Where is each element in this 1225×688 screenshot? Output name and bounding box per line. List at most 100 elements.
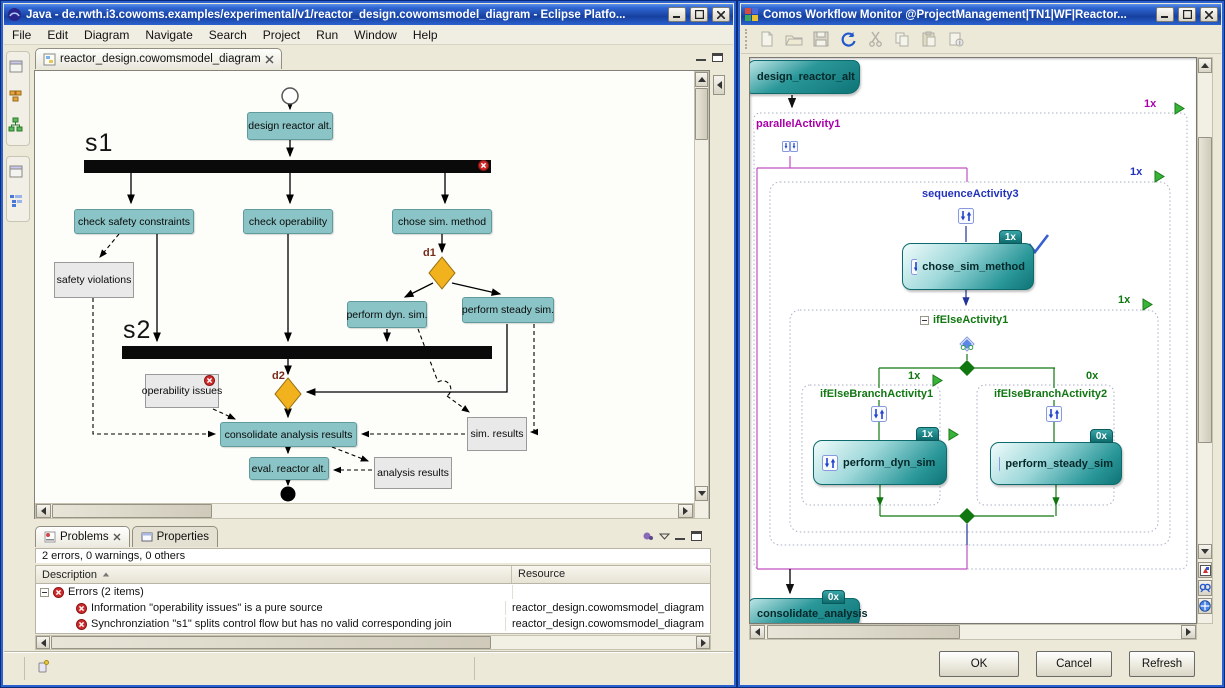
close-tab-icon[interactable]: [113, 533, 121, 541]
search-icon[interactable]: [1198, 580, 1212, 596]
activity-design-reactor[interactable]: design reactor alt.: [247, 112, 333, 140]
menu-navigate[interactable]: Navigate: [145, 27, 193, 42]
refresh-button[interactable]: Refresh: [1129, 651, 1195, 677]
filter-icon[interactable]: [641, 530, 655, 542]
menu-help[interactable]: Help: [412, 27, 438, 42]
maximize-button[interactable]: [1178, 7, 1196, 22]
scroll-down-arrow[interactable]: [695, 486, 708, 501]
problem-row[interactable]: Information "operability issues" is a pu…: [36, 601, 710, 615]
comos-titlebar[interactable]: Comos Workflow Monitor @ProjectManagemen…: [741, 4, 1221, 25]
vscroll-thumb[interactable]: [1198, 137, 1212, 443]
diagram-canvas[interactable]: s1 s2 d1 d2 design reactor alt. check sa…: [35, 71, 694, 503]
editor-hscrollbar[interactable]: [35, 503, 694, 519]
open-icon[interactable]: [784, 29, 804, 49]
cut-icon[interactable]: [865, 29, 885, 49]
minimize-view-icon[interactable]: [674, 530, 687, 542]
scroll-right-arrow[interactable]: [678, 504, 693, 518]
cancel-button[interactable]: Cancel: [1036, 651, 1112, 677]
menu-file[interactable]: File: [12, 27, 32, 42]
branch2-icon[interactable]: [1046, 406, 1063, 423]
minimize-button[interactable]: [1156, 7, 1174, 22]
menu-project[interactable]: Project: [262, 27, 301, 42]
error-group-row[interactable]: Errors (2 items): [36, 585, 710, 599]
scroll-left-arrow[interactable]: [36, 636, 50, 649]
activity-perform-steady-sim[interactable]: 0x perform_steady_sim: [990, 429, 1122, 485]
menu-diagram[interactable]: Diagram: [84, 27, 130, 42]
new-icon[interactable]: [757, 29, 777, 49]
maximize-view-icon[interactable]: [690, 530, 703, 542]
scroll-left-arrow[interactable]: [750, 625, 765, 639]
activity-check-operability[interactable]: check operability: [243, 209, 333, 234]
activity-perform-dyn-sim[interactable]: 1x perform_dyn_sim: [813, 427, 947, 485]
activity-chose-sim-method[interactable]: 1x chose_sim_method: [902, 230, 1034, 290]
hscroll-thumb[interactable]: [51, 636, 491, 649]
parallel-icon[interactable]: [782, 138, 799, 155]
outline-icon[interactable]: [7, 192, 25, 210]
fastview-pin-icon[interactable]: [36, 659, 50, 675]
workflow-canvas[interactable]: parallelActivity1 1x sequenceActivity3 1…: [749, 57, 1197, 624]
flyout-handle[interactable]: [713, 75, 725, 95]
close-button[interactable]: [712, 7, 730, 22]
collapse-toggle[interactable]: [920, 315, 929, 325]
paste-icon[interactable]: [919, 29, 939, 49]
overview-icon[interactable]: [1198, 562, 1212, 578]
view-menu-icon[interactable]: [658, 530, 671, 542]
menu-run[interactable]: Run: [316, 27, 339, 42]
activity-perform-steady-sim[interactable]: perform steady sim.: [462, 297, 554, 323]
editor-vscrollbar[interactable]: [694, 71, 709, 519]
menu-search[interactable]: Search: [208, 27, 247, 42]
data-safety-violations[interactable]: safety violations: [54, 262, 134, 298]
vscroll-thumb[interactable]: [695, 88, 708, 140]
workflow-vscrollbar[interactable]: [1197, 57, 1213, 624]
refresh-icon[interactable]: [838, 29, 858, 49]
column-description[interactable]: Description: [36, 566, 512, 583]
minimize-button[interactable]: [668, 7, 686, 22]
copy-icon[interactable]: [892, 29, 912, 49]
hscroll-thumb[interactable]: [767, 625, 960, 639]
ok-button[interactable]: OK: [939, 651, 1019, 677]
activity-check-safety[interactable]: check safety constraints: [74, 209, 194, 234]
maximize-view-icon[interactable]: [711, 52, 724, 63]
tab-properties[interactable]: Properties: [131, 526, 218, 547]
menu-edit[interactable]: Edit: [47, 27, 69, 42]
properties-icon[interactable]: [946, 29, 966, 49]
collapse-icon[interactable]: [40, 587, 49, 597]
scroll-down-arrow[interactable]: [1198, 544, 1212, 559]
activity-perform-dyn-sim[interactable]: perform dyn. sim.: [346, 301, 428, 328]
activity-consolidate[interactable]: consolidate analysis results: [220, 422, 357, 447]
minimize-view-icon[interactable]: [695, 52, 708, 63]
ifelse-icon[interactable]: [959, 336, 976, 353]
workflow-hscrollbar[interactable]: [749, 624, 1197, 640]
menu-window[interactable]: Window: [354, 27, 397, 42]
ifelse-activity-label[interactable]: ifElseActivity1: [918, 314, 1011, 326]
pan-icon[interactable]: [1198, 598, 1212, 614]
hscroll-thumb[interactable]: [52, 504, 212, 518]
activity-consolidate-analysis[interactable]: 0x consolidate_analysis: [750, 590, 868, 623]
editor-icon[interactable]: [7, 58, 25, 76]
sequence-activity-label[interactable]: sequenceActivity3: [920, 188, 1021, 200]
editor-icon[interactable]: [7, 163, 25, 181]
data-sim-results[interactable]: sim. results: [467, 417, 527, 451]
editor-tab[interactable]: reactor_design.cowomsmodel_diagram: [35, 48, 282, 69]
scroll-right-arrow[interactable]: [1181, 625, 1196, 639]
eclipse-titlebar[interactable]: Java - de.rwth.i3.cowoms.examples/experi…: [4, 4, 733, 25]
data-operability-issues[interactable]: operability issues: [142, 374, 222, 408]
activity-chose-sim-method[interactable]: chose sim. method: [392, 209, 492, 234]
branch1-label[interactable]: ifElseBranchActivity1: [818, 388, 936, 400]
save-icon[interactable]: [811, 29, 831, 49]
problems-hscrollbar[interactable]: [35, 635, 711, 650]
data-analysis-results[interactable]: analysis results: [374, 457, 452, 489]
tab-problems[interactable]: Problems: [35, 526, 130, 547]
problem-row[interactable]: Synchronziation "s1" splits control flow…: [36, 617, 710, 631]
activity-design-reactor-alt[interactable]: design_reactor_alt: [750, 60, 860, 94]
activity-eval-reactor[interactable]: eval. reactor alt.: [249, 457, 329, 480]
maximize-button[interactable]: [690, 7, 708, 22]
scroll-up-arrow[interactable]: [1198, 58, 1212, 73]
close-button[interactable]: [1200, 7, 1218, 22]
close-tab-icon[interactable]: [265, 54, 274, 64]
sequence-icon[interactable]: [958, 208, 975, 225]
branch2-label[interactable]: ifElseBranchActivity2: [992, 388, 1110, 400]
scroll-right-arrow[interactable]: [696, 636, 710, 649]
package-explorer-icon[interactable]: [7, 87, 25, 105]
hierarchy-icon[interactable]: [7, 116, 25, 134]
